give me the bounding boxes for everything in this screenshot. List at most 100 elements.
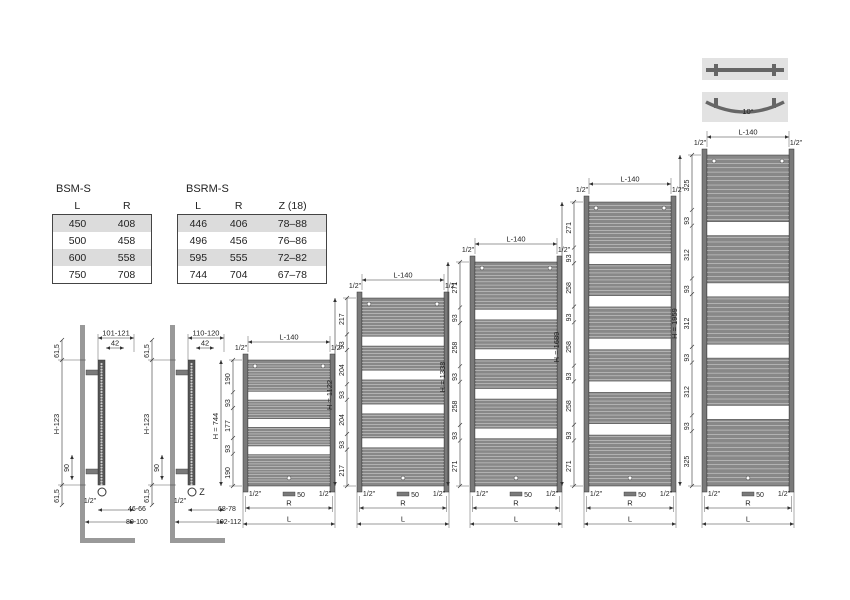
section-height-label: 271 bbox=[452, 460, 459, 472]
radiator-gap bbox=[706, 282, 790, 297]
l-dimension-label: L bbox=[746, 515, 750, 524]
rail-end bbox=[100, 466, 103, 469]
radiator-gap bbox=[588, 252, 672, 265]
table-cell: 558 bbox=[102, 249, 152, 266]
depth-top-label: 110-120 bbox=[193, 329, 220, 338]
wall-distance-label: 102-112 bbox=[216, 519, 241, 526]
overall-height-label: H = 1959 bbox=[670, 308, 679, 339]
arrow-mark bbox=[70, 476, 74, 480]
table-cell: 76–86 bbox=[258, 232, 327, 249]
arrow-mark bbox=[553, 242, 557, 246]
rail-end bbox=[190, 474, 193, 478]
arrow-mark bbox=[328, 506, 333, 510]
arrow-mark bbox=[440, 278, 444, 282]
arrow-mark bbox=[790, 522, 794, 526]
rail-end bbox=[190, 396, 193, 399]
rail-end bbox=[190, 418, 193, 422]
arrow-mark bbox=[446, 262, 450, 266]
rail-end bbox=[100, 393, 103, 396]
bottom-connection bbox=[509, 491, 523, 497]
rail-end bbox=[100, 390, 103, 394]
tick-mark bbox=[344, 447, 350, 452]
arrow-mark bbox=[445, 522, 449, 526]
tick-mark bbox=[457, 259, 463, 265]
overall-height-label: H = 1122 bbox=[325, 380, 334, 410]
rail-end bbox=[100, 368, 103, 371]
arrow-mark bbox=[359, 506, 364, 510]
rail-end bbox=[190, 472, 193, 475]
section-height-label: 93 bbox=[225, 399, 232, 407]
arrow-mark bbox=[669, 506, 674, 510]
mounting-hole bbox=[745, 475, 751, 481]
r-dimension-label: R bbox=[745, 499, 751, 508]
rail-end bbox=[190, 379, 193, 382]
rail-end bbox=[190, 427, 193, 430]
tick-mark bbox=[571, 438, 577, 443]
radiator-gap bbox=[361, 336, 445, 347]
pipe-size-label: 1/2" bbox=[363, 491, 376, 498]
radiator-gap bbox=[474, 348, 558, 360]
rail-end bbox=[190, 483, 193, 486]
wall-section bbox=[170, 325, 175, 543]
rail-end bbox=[100, 458, 103, 461]
tick-mark bbox=[457, 438, 463, 443]
arrow-mark bbox=[243, 522, 247, 526]
table-header: L bbox=[74, 200, 81, 212]
section-height-label: 312 bbox=[684, 386, 691, 398]
arrow-mark bbox=[787, 506, 792, 510]
pipe-size-label: 1/2" bbox=[462, 247, 475, 254]
tick-mark bbox=[457, 422, 463, 428]
rail-end bbox=[100, 438, 103, 441]
tick-mark bbox=[149, 502, 155, 508]
arrow-mark bbox=[704, 506, 709, 510]
tick-mark bbox=[344, 397, 350, 403]
rail-end bbox=[100, 416, 103, 419]
mounting-hole bbox=[286, 475, 292, 481]
radiator-gap bbox=[706, 344, 790, 359]
arrow-mark bbox=[188, 336, 192, 340]
arrow-mark bbox=[245, 506, 250, 510]
tick-mark bbox=[149, 482, 155, 488]
tick-mark bbox=[689, 207, 695, 213]
arrow-mark bbox=[475, 242, 479, 246]
pipe-size-label: 1/2" bbox=[694, 140, 707, 147]
rail-end bbox=[100, 483, 103, 486]
table-title-bsm-s: BSM-S bbox=[56, 183, 91, 195]
section-height-label: 93 bbox=[684, 217, 691, 225]
arrow-mark bbox=[584, 522, 588, 526]
arrow-mark bbox=[219, 360, 223, 364]
depth-top-label: 101-121 bbox=[102, 329, 130, 338]
radiator-gap bbox=[361, 403, 445, 414]
connection-offset-label: 50 bbox=[524, 492, 532, 499]
top-width-label: L-140 bbox=[738, 128, 757, 137]
connection-offset-label: 50 bbox=[411, 492, 419, 499]
section-height-label: 93 bbox=[684, 285, 691, 293]
floor-section bbox=[170, 538, 225, 543]
l-dimension-label: L bbox=[628, 515, 632, 524]
section-height-label: 258 bbox=[566, 282, 573, 294]
top-width-label: L-140 bbox=[620, 175, 639, 184]
rail-end bbox=[190, 432, 193, 436]
tick-mark bbox=[457, 379, 463, 385]
tick-mark bbox=[230, 405, 236, 411]
tick-mark bbox=[571, 304, 577, 309]
tick-mark bbox=[344, 295, 350, 301]
table-cell: 72–82 bbox=[258, 249, 327, 266]
arrow-mark bbox=[558, 522, 562, 526]
table-cell: 600 bbox=[52, 249, 102, 266]
section-height-label: 217 bbox=[339, 465, 346, 477]
arrow-mark bbox=[210, 346, 214, 350]
rail-end bbox=[100, 435, 103, 438]
radiator-gap bbox=[588, 423, 672, 436]
section-height-label: 258 bbox=[566, 400, 573, 412]
rail-end bbox=[100, 382, 103, 385]
section-height-label: 93 bbox=[339, 441, 346, 449]
wall-bracket bbox=[714, 98, 718, 108]
rail-end bbox=[100, 444, 103, 447]
tick-mark bbox=[149, 337, 155, 343]
rail-end bbox=[100, 463, 103, 466]
bottom-connection bbox=[282, 491, 296, 497]
section-height-label: 93 bbox=[452, 314, 459, 322]
wall-section bbox=[80, 325, 85, 543]
